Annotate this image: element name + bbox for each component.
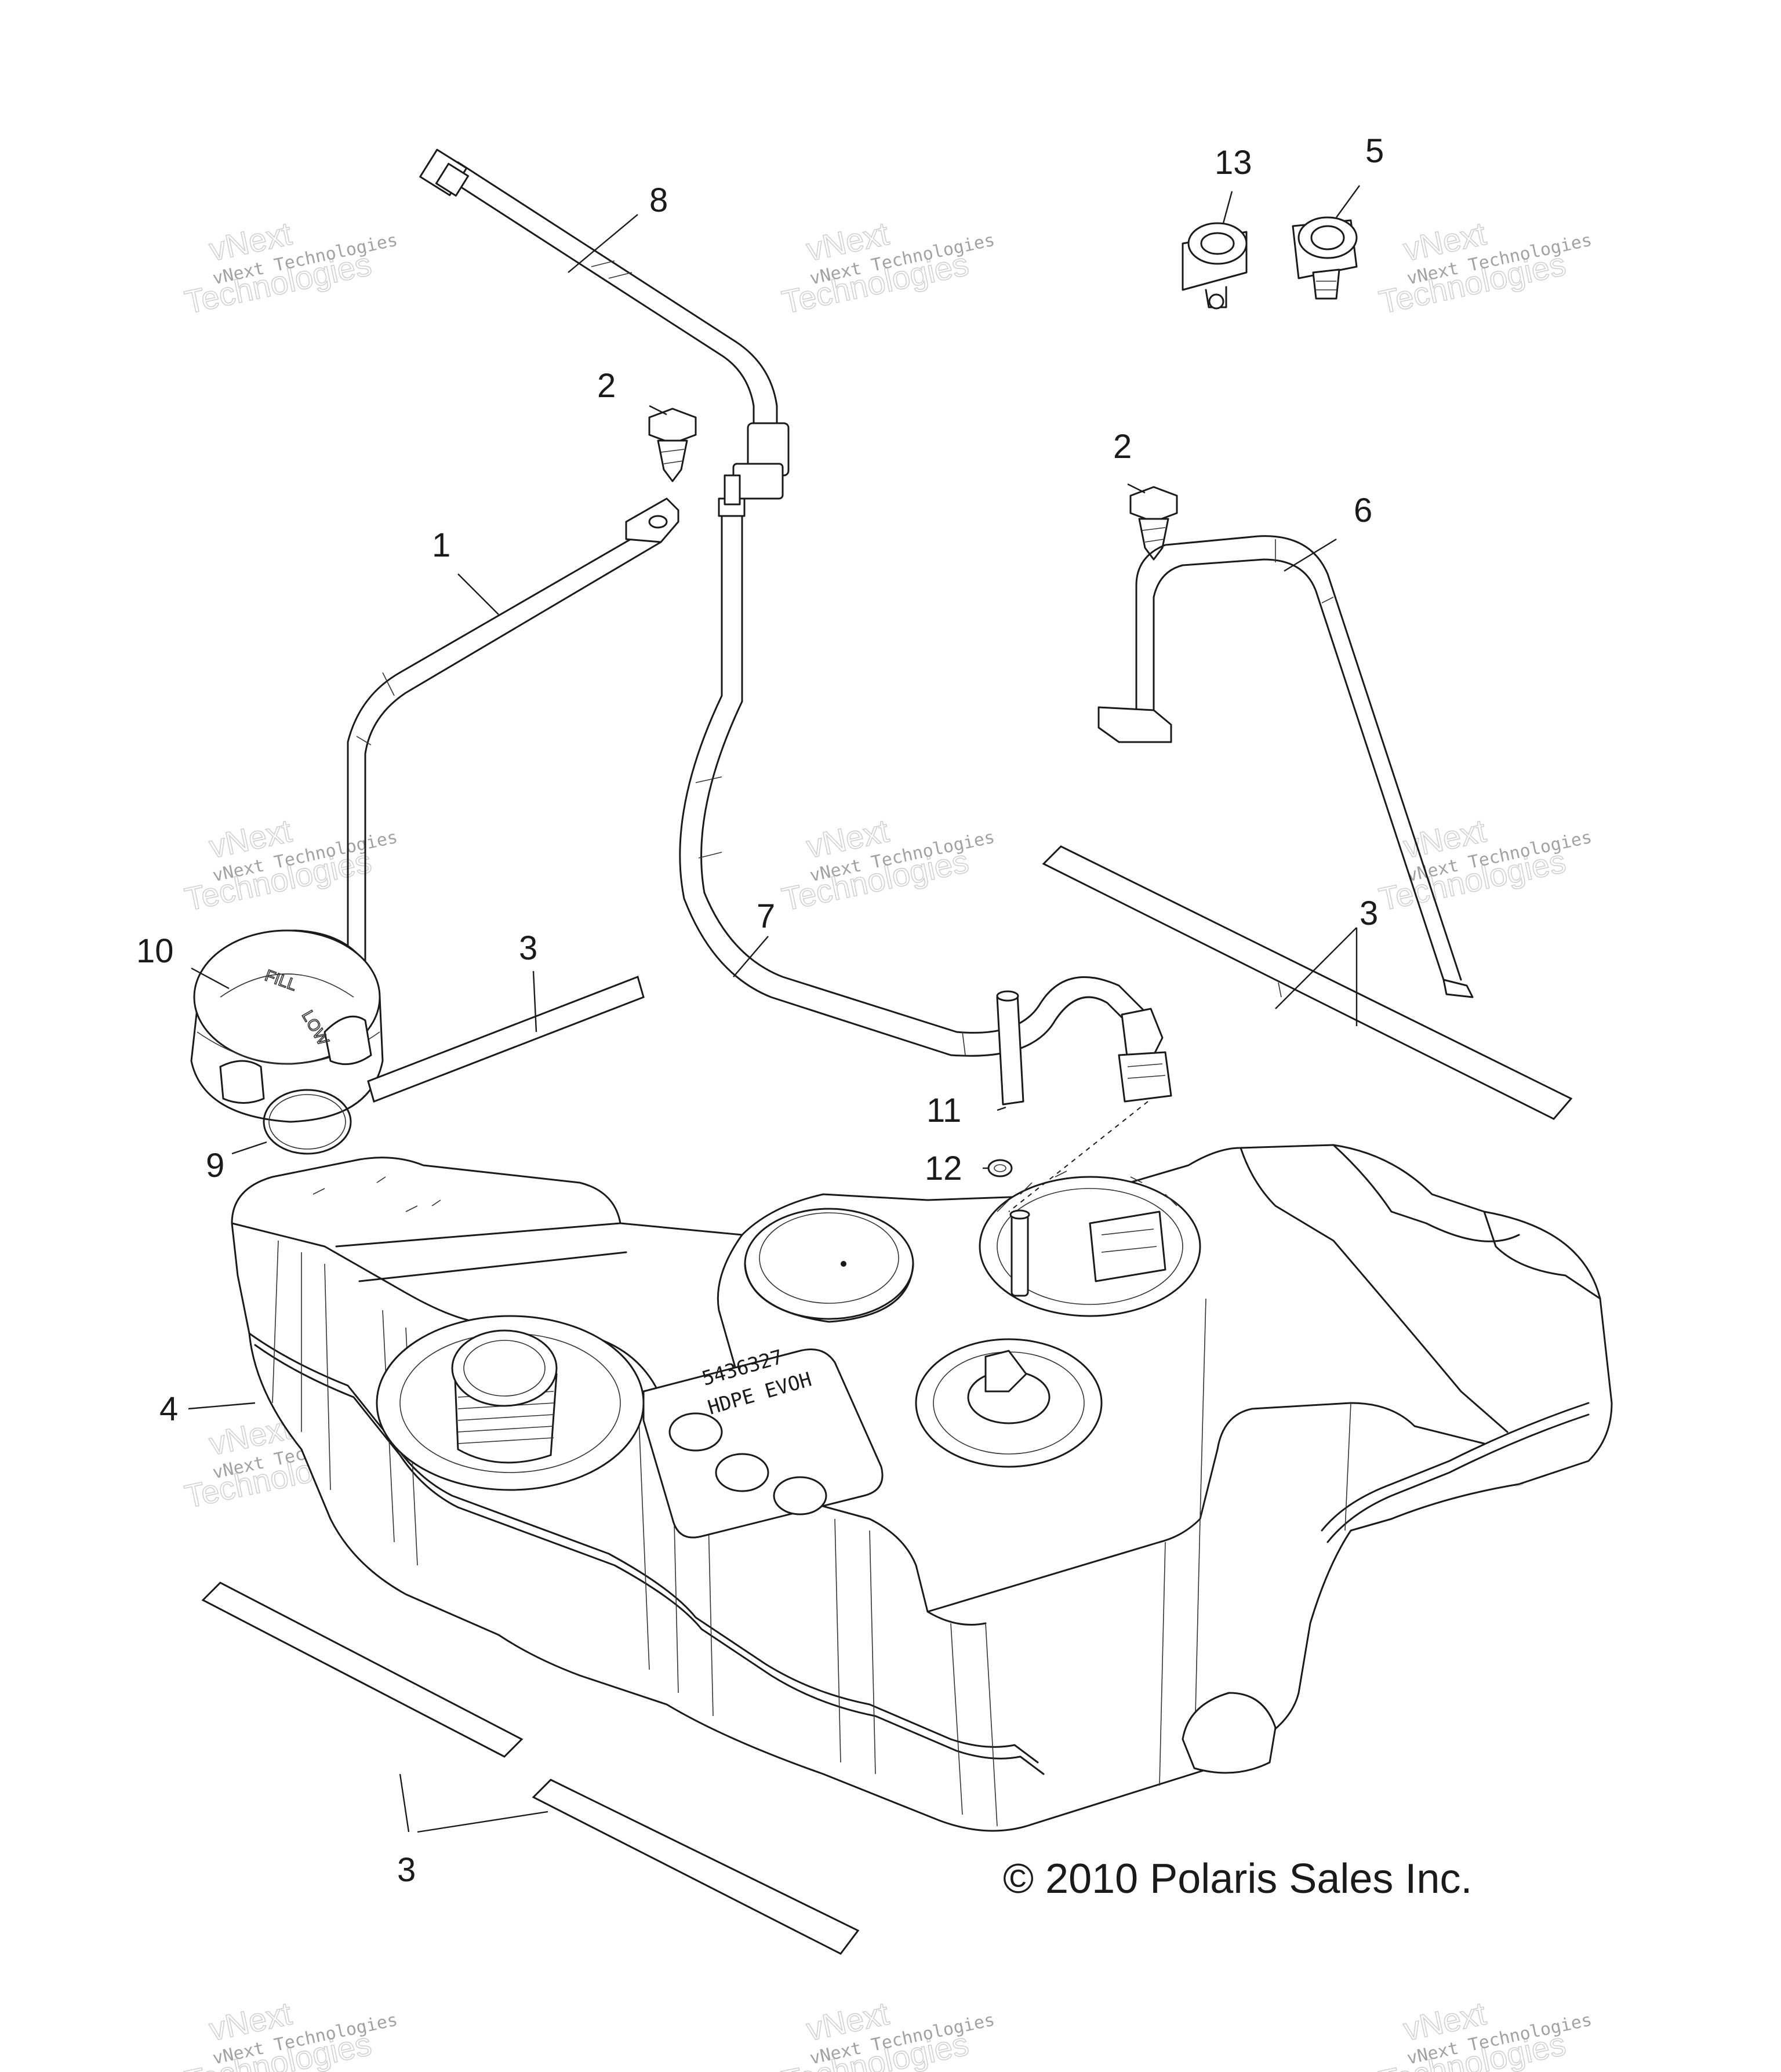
callout-6: 6: [1354, 492, 1372, 529]
part-4-fuel-tank: 5436327 HDPE EVOH: [231, 1144, 1613, 1832]
part-3-pad-a: [367, 976, 645, 1103]
callout-2-left: 2: [597, 367, 616, 405]
part-12-ring: [987, 1159, 1013, 1177]
part-5-clip: [1292, 216, 1358, 300]
callout-3-c: 3: [397, 1851, 416, 1889]
callout-13: 13: [1215, 144, 1252, 181]
callout-9: 9: [206, 1147, 224, 1184]
part-3-pad-b: [1042, 845, 1573, 1120]
watermark: vNext vNext Technologies Technologies: [1375, 215, 1594, 321]
callout-4: 4: [159, 1390, 178, 1428]
watermark: vNext vNext Technologies Technologies: [181, 215, 399, 321]
copyright-notice: © 2010 Polaris Sales Inc.: [1003, 1856, 1472, 1902]
callout-2-right: 2: [1113, 428, 1132, 466]
part-11-tube: [996, 990, 1024, 1106]
callout-12: 12: [925, 1150, 962, 1187]
part-1-strap: [344, 497, 679, 987]
part-2-bolt-left: [648, 408, 697, 482]
callout-7: 7: [757, 897, 775, 935]
callout-8: 8: [649, 181, 668, 219]
watermark: vNext vNext Technologies Technologies: [778, 812, 997, 918]
part-8-vent-hose: [419, 148, 790, 500]
part-2-bolt-right: [1129, 486, 1178, 561]
watermark: vNext vNext Technologies Technologies: [1375, 1994, 1594, 2072]
watermark: vNext vNext Technologies Technologies: [181, 1994, 399, 2072]
callout-3-b: 3: [1360, 895, 1378, 932]
part-13-clip: [1182, 222, 1248, 310]
watermark: vNext vNext Technologies Technologies: [181, 812, 399, 918]
callout-11: 11: [926, 1092, 961, 1129]
watermark: vNext vNext Technologies Technologies: [778, 215, 997, 321]
callout-1: 1: [432, 526, 450, 564]
watermark: vNext vNext Technologies Technologies: [1375, 812, 1594, 918]
part-7-fuel-line: [679, 474, 1172, 1103]
watermark: vNext vNext Technologies Technologies: [778, 1994, 997, 2072]
dashed-assembly-line: [1008, 1101, 1148, 1212]
leader-lines: [188, 185, 1360, 1833]
callout-10: 10: [136, 932, 174, 970]
callout-labels: 8 13 5 2 2 1 6 7 3 3 10 9 11 12 4 3: [136, 132, 1384, 1889]
callout-5: 5: [1365, 132, 1384, 170]
part-3-pad-c: [201, 1582, 524, 1758]
callout-3-a: 3: [519, 929, 537, 967]
part-6-strap: [1097, 535, 1474, 998]
part-10-fuel-cap: FILL LOW: [190, 929, 384, 1123]
part-3-pad-d: [532, 1779, 860, 1955]
part-9-seal: [263, 1089, 352, 1155]
